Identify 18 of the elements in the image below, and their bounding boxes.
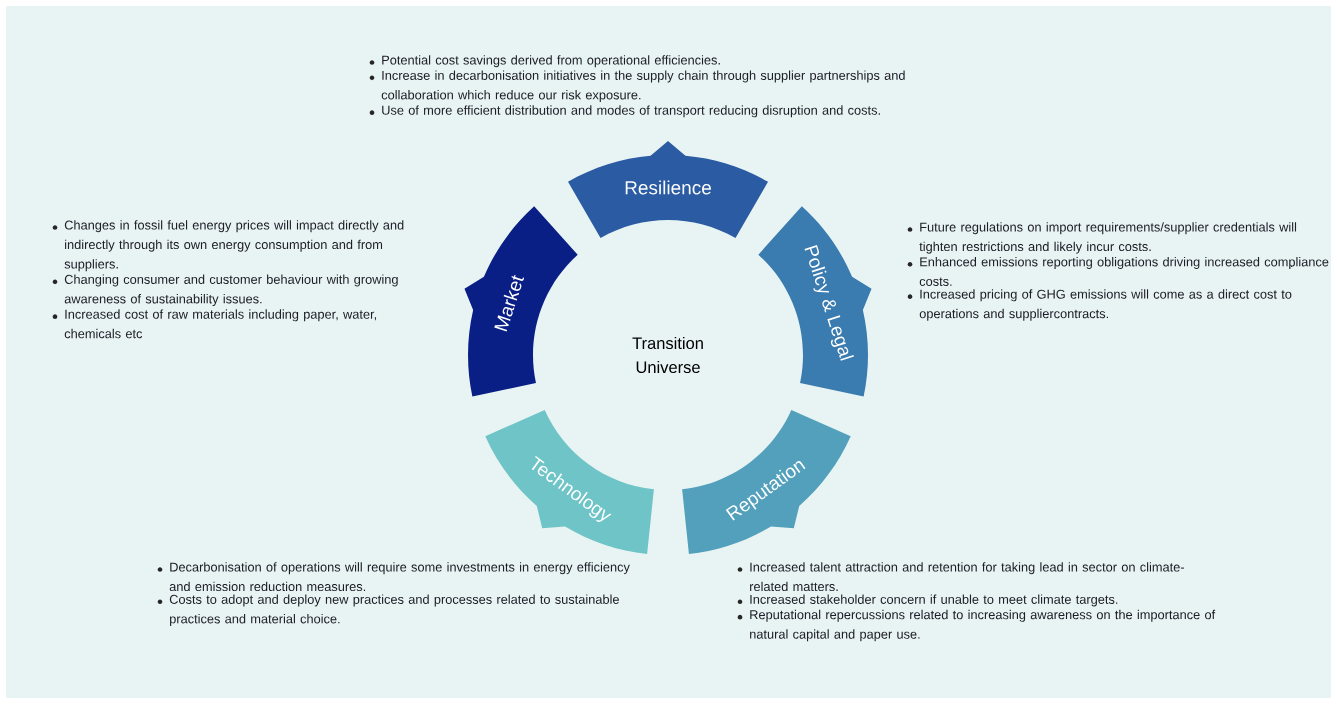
arc-segment: Market xyxy=(464,206,578,397)
bullet-item: Increased pricing of GHG emissions will come as a direct cost to operations and suppliercontracts. xyxy=(919,289,1292,321)
bullet-item: Enhanced emissions reporting obligations driving increased compliance costs. xyxy=(919,257,1329,286)
bullet-item: Future regulations on import requirements/supplier credentials will tighten restrictions and likely incur costs. xyxy=(919,222,1297,254)
arc-segment: Resilience xyxy=(568,141,768,239)
bullet-item: Reputational repercussions related to increasing awareness on the importance of natural capital and paper use. xyxy=(750,609,1216,642)
bullet-item: Changes in fossil fuel energy prices will impact directly and indirectly through its own energy consumption and from suppliers. xyxy=(64,220,404,272)
bullet-item: Changing consumer and customer behaviour with growing awareness of sustainability issues. xyxy=(64,274,398,306)
bullet-item: Costs to adopt and deploy new practices and processes related to sustainable practices and material choice. xyxy=(169,594,619,626)
bullet-item: Use of more efficient distribution and modes of transport reducing disruption and costs. xyxy=(382,105,880,118)
bullet-item: Potential cost savings derived from operational efficiencies. xyxy=(382,55,720,68)
bullet-item: Decarbonisation of operations will require some investments in energy efficiency and emission reduction measures. xyxy=(169,562,630,592)
center-label: Transition Universe xyxy=(632,336,703,374)
bullet-item: Increase in decarbonisation initiatives in the supply chain through supplier partnerships and collaboration which reduce our risk exposure. xyxy=(381,70,905,102)
bullet-item: Increased stakeholder concern if unable to meet climate targets. xyxy=(750,594,1118,607)
bullet-item: Increased cost of raw materials including paper, water, chemicals etc xyxy=(64,309,377,339)
bullet-item: Increased talent attraction and retention for taking lead in sector on climate-related matters. xyxy=(750,562,1184,592)
arc-segment: Policy & Legal xyxy=(758,206,872,397)
